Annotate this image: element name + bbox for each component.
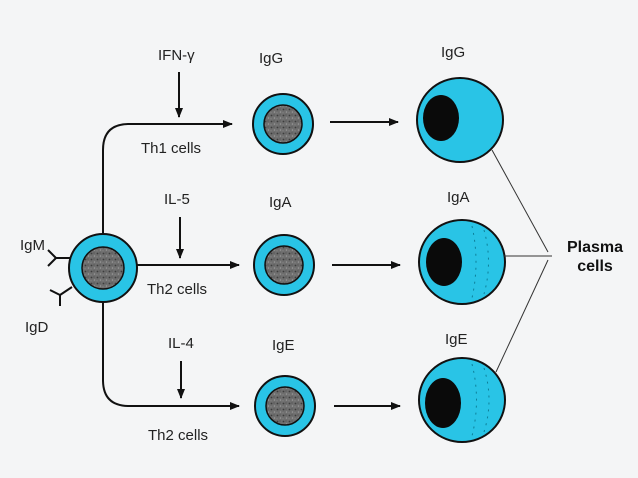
branch-line-top bbox=[102, 120, 233, 234]
plasma-cell-ige bbox=[418, 357, 506, 443]
b-cell-igg bbox=[252, 93, 314, 155]
plasma-label-line1: Plasma bbox=[566, 239, 624, 256]
plasma-bracket-lines bbox=[491, 149, 552, 373]
igm-label: IgM bbox=[20, 237, 46, 254]
helper-label-top: Th1 cells bbox=[141, 140, 202, 157]
b-cell-ige bbox=[254, 375, 316, 437]
b-isotype-label-bottom: IgE bbox=[272, 337, 295, 354]
cytokine-label-middle: IL-5 bbox=[164, 191, 190, 208]
helper-label-bottom: Th2 cells bbox=[148, 427, 209, 444]
branch-line-bottom bbox=[102, 302, 240, 410]
plasma-cell-iga bbox=[418, 219, 506, 305]
naive-b-cell bbox=[68, 233, 138, 303]
igm-receptor-icon bbox=[47, 249, 70, 267]
plasma-isotype-label-top: IgG bbox=[441, 44, 466, 61]
b-isotype-label-top: IgG bbox=[259, 50, 284, 67]
helper-label-middle: Th2 cells bbox=[147, 281, 208, 298]
plasma-cell-igg bbox=[416, 77, 504, 163]
b-cell-iga bbox=[253, 234, 315, 296]
cytokine-label-bottom: IL-4 bbox=[168, 335, 194, 352]
cytokine-label-top: IFN-γ bbox=[158, 47, 195, 64]
plasma-isotype-label-bottom: IgE bbox=[445, 331, 468, 348]
igd-receptor-icon bbox=[49, 286, 73, 306]
plasma-isotype-label-middle: IgA bbox=[447, 189, 470, 206]
plasma-cells-label: Plasma cells bbox=[560, 240, 630, 275]
b-isotype-label-middle: IgA bbox=[269, 194, 292, 211]
plasma-label-line2: cells bbox=[577, 258, 613, 275]
igd-label: IgD bbox=[25, 319, 49, 336]
